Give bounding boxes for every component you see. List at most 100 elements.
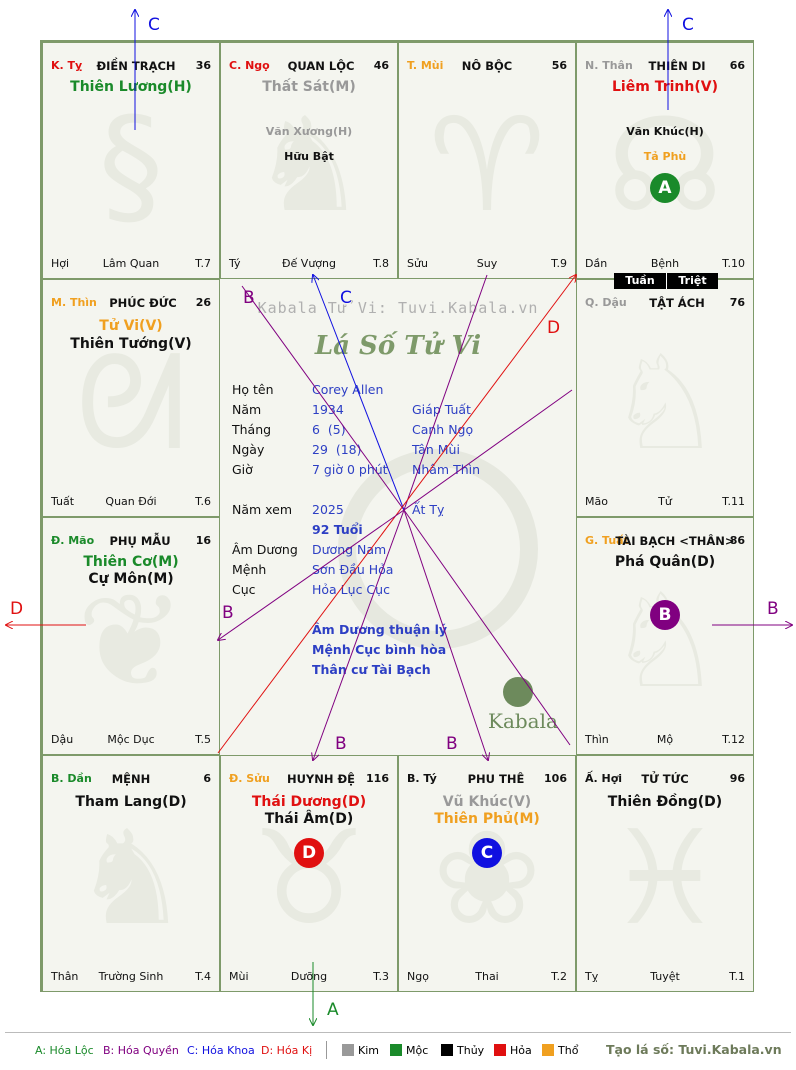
palace-name: HUYNH ĐỆ (286, 772, 356, 786)
center-panel: Kabala Tử Vi: Tuvi.Kabala.vn Lá Số Tử Vi… (220, 279, 576, 755)
palace-phu-the[interactable]: ❀ B. Tý PHU THÊ 106 Vũ Khúc(V) Thiên Phủ… (398, 755, 576, 992)
legend-hoa-ki: D: Hóa Kị (261, 1044, 313, 1057)
main-star: Thiên Đồng(D) (607, 794, 723, 810)
palace-phu-mau[interactable]: ❦ Đ. Mão PHỤ MẪU 16 Thiên Cơ(M) Cự Môn(M… (42, 517, 220, 755)
legend-hoa-quyen: B: Hóa Quyền (103, 1044, 179, 1057)
palace-age: 96 (729, 772, 745, 785)
name-row: Họ tên (232, 382, 274, 397)
row-label: Giờ (232, 462, 253, 477)
main-star: Tham Lang(D) (75, 794, 187, 810)
legend-moc: Mộc (406, 1044, 429, 1057)
legend-hoa-khoa: C: Hóa Khoa (187, 1044, 255, 1057)
monkey-icon: ☊ (607, 89, 723, 242)
kabala-logo-icon (503, 677, 533, 707)
palace-name: TẬT ÁCH (649, 296, 705, 310)
palace-age: 106 (544, 772, 567, 785)
main-star: Thiên Lương(H) (70, 79, 192, 95)
main-star: Thiên Tướng(V) (70, 336, 192, 352)
kabala-logo-text: Kabala (488, 709, 558, 733)
palace-tai-bach[interactable]: ♘ G. Tuất TÀI BẠCH <THÂN> 86 Phá Quân(D)… (576, 517, 754, 755)
hoa-quyen-badge: B (650, 600, 680, 630)
row-value: Sơn Đầu Hỏa (312, 562, 394, 577)
foot-left: Mùi (229, 970, 249, 983)
age-value: 92 Tuổi (312, 522, 363, 537)
palace-thien-di[interactable]: ☊ N. Thân THIÊN DI 66 Liêm Trinh(V) Văn … (576, 42, 754, 279)
row-value: 7 giờ 0 phút (312, 462, 388, 477)
label-c: C (682, 15, 694, 35)
legend-separator (326, 1041, 327, 1059)
label-d: D (10, 599, 23, 619)
main-star: Thái Âm(D) (264, 811, 354, 827)
row-label: Họ tên (232, 382, 274, 397)
tuan-tag: Tuần (614, 273, 666, 289)
palace-tu-tuc[interactable]: ♓ Ấ. Hợi TỬ TỨC 96 Thiên Đồng(D) Tỵ Tuyệ… (576, 755, 754, 992)
palace-position: B. Tý (407, 772, 437, 785)
row-value: Dương Nam (312, 542, 387, 557)
row-value: Hỏa Lục Cục (312, 582, 390, 597)
foot-center: Tuyệt (650, 970, 680, 983)
row-label: Ngày (232, 442, 265, 457)
foot-left: Dần (585, 257, 608, 270)
foot-left: Thìn (585, 733, 609, 746)
kim-swatch-icon (342, 1044, 354, 1056)
legend: A: Hóa Lộc B: Hóa Quyền C: Hóa Khoa D: H… (0, 1030, 796, 1070)
foot-left: Thân (51, 970, 79, 983)
legend-hoa: Hỏa (510, 1044, 532, 1057)
palace-dien-trach[interactable]: § K. Tỵ ĐIỀN TRẠCH 36 Thiên Lương(H) Hợi… (42, 42, 220, 279)
foot-left: Tuất (51, 495, 75, 508)
foot-right: T.8 (373, 257, 389, 270)
tiger-icon: ♞ (72, 802, 190, 955)
palace-huynh-de[interactable]: ♉ Đ. Sửu HUYNH ĐỆ 116 Thái Dương(D) Thái… (220, 755, 398, 992)
rabbit-icon: ❦ (76, 564, 186, 717)
palace-age: 86 (729, 534, 745, 547)
palace-tat-ach[interactable]: ♘ Q. Dậu TẬT ÁCH 76 Mão Tử T.11 (576, 279, 754, 517)
palace-age: 66 (729, 59, 745, 72)
palace-age: 56 (551, 59, 567, 72)
palace-name: NÔ BỘC (461, 59, 513, 73)
legend-kim: Kim (358, 1044, 379, 1057)
rooster-icon: ♘ (606, 326, 724, 479)
foot-center: Suy (476, 257, 498, 270)
note: Âm Dương thuận lý (312, 622, 448, 637)
palace-position: Đ. Sửu (229, 772, 270, 785)
foot-center: Trường Sinh (98, 970, 164, 983)
palace-name: MỆNH (111, 772, 151, 786)
palace-position: M. Thìn (51, 296, 97, 309)
palace-menh[interactable]: ♞ B. Dần MỆNH 6 Tham Lang(D) Thân Trường… (42, 755, 220, 992)
moc-swatch-icon (390, 1044, 402, 1056)
main-star: Thất Sát(M) (262, 79, 356, 95)
main-star: Thiên Phủ(M) (434, 811, 540, 827)
foot-center: Thai (475, 970, 499, 983)
main-star: Thiên Cơ(M) (83, 554, 179, 570)
row-value-can-chi: Giáp Tuất (412, 402, 471, 417)
horoscope-chart: § K. Tỵ ĐIỀN TRẠCH 36 Thiên Lương(H) Hợi… (40, 40, 754, 992)
hoa-khoa-badge: C (472, 838, 502, 868)
site-link[interactable]: Tạo lá số: Tuvi.Kabala.vn (606, 1042, 782, 1057)
palace-position: K. Tỵ (51, 59, 83, 72)
main-star: Thái Dương(D) (251, 794, 367, 810)
foot-right: T.3 (373, 970, 389, 983)
row-value: 29 (18) (312, 442, 362, 457)
note: Thân cư Tài Bạch (312, 662, 431, 677)
palace-name: QUAN LỘC (287, 59, 355, 73)
palace-no-boc[interactable]: ♈ T. Mùi NÔ BỘC 56 Sửu Suy T.9 (398, 42, 576, 279)
horse-icon: ♞ (250, 89, 368, 242)
foot-right: T.12 (722, 733, 745, 746)
foot-center: Mộc Dục (107, 733, 155, 746)
row-label: Cục (232, 582, 256, 597)
ox-icon: ♉ (250, 802, 368, 955)
palace-quan-loc[interactable]: ♞ C. Ngọ QUAN LỘC 46 Thất Sát(M) Văn Xươ… (220, 42, 398, 279)
palace-position: C. Ngọ (229, 59, 270, 72)
palace-phuc-duc[interactable]: ᘛ M. Thìn PHÚC ĐỨC 26 Tử Vi(V) Thiên Tướ… (42, 279, 220, 517)
label-c: C (148, 15, 160, 35)
palace-age: 6 (203, 772, 211, 785)
name-value: Corey Allen (312, 382, 384, 397)
thuy-swatch-icon (441, 1044, 453, 1056)
foot-center: Lâm Quan (102, 257, 160, 270)
dog-icon: ♘ (606, 564, 724, 717)
main-star: Liêm Trinh(V) (612, 79, 718, 95)
palace-position: B. Dần (51, 772, 92, 785)
palace-position: N. Thân (585, 59, 633, 72)
label-b: B (767, 599, 779, 619)
palace-position: T. Mùi (407, 59, 444, 72)
